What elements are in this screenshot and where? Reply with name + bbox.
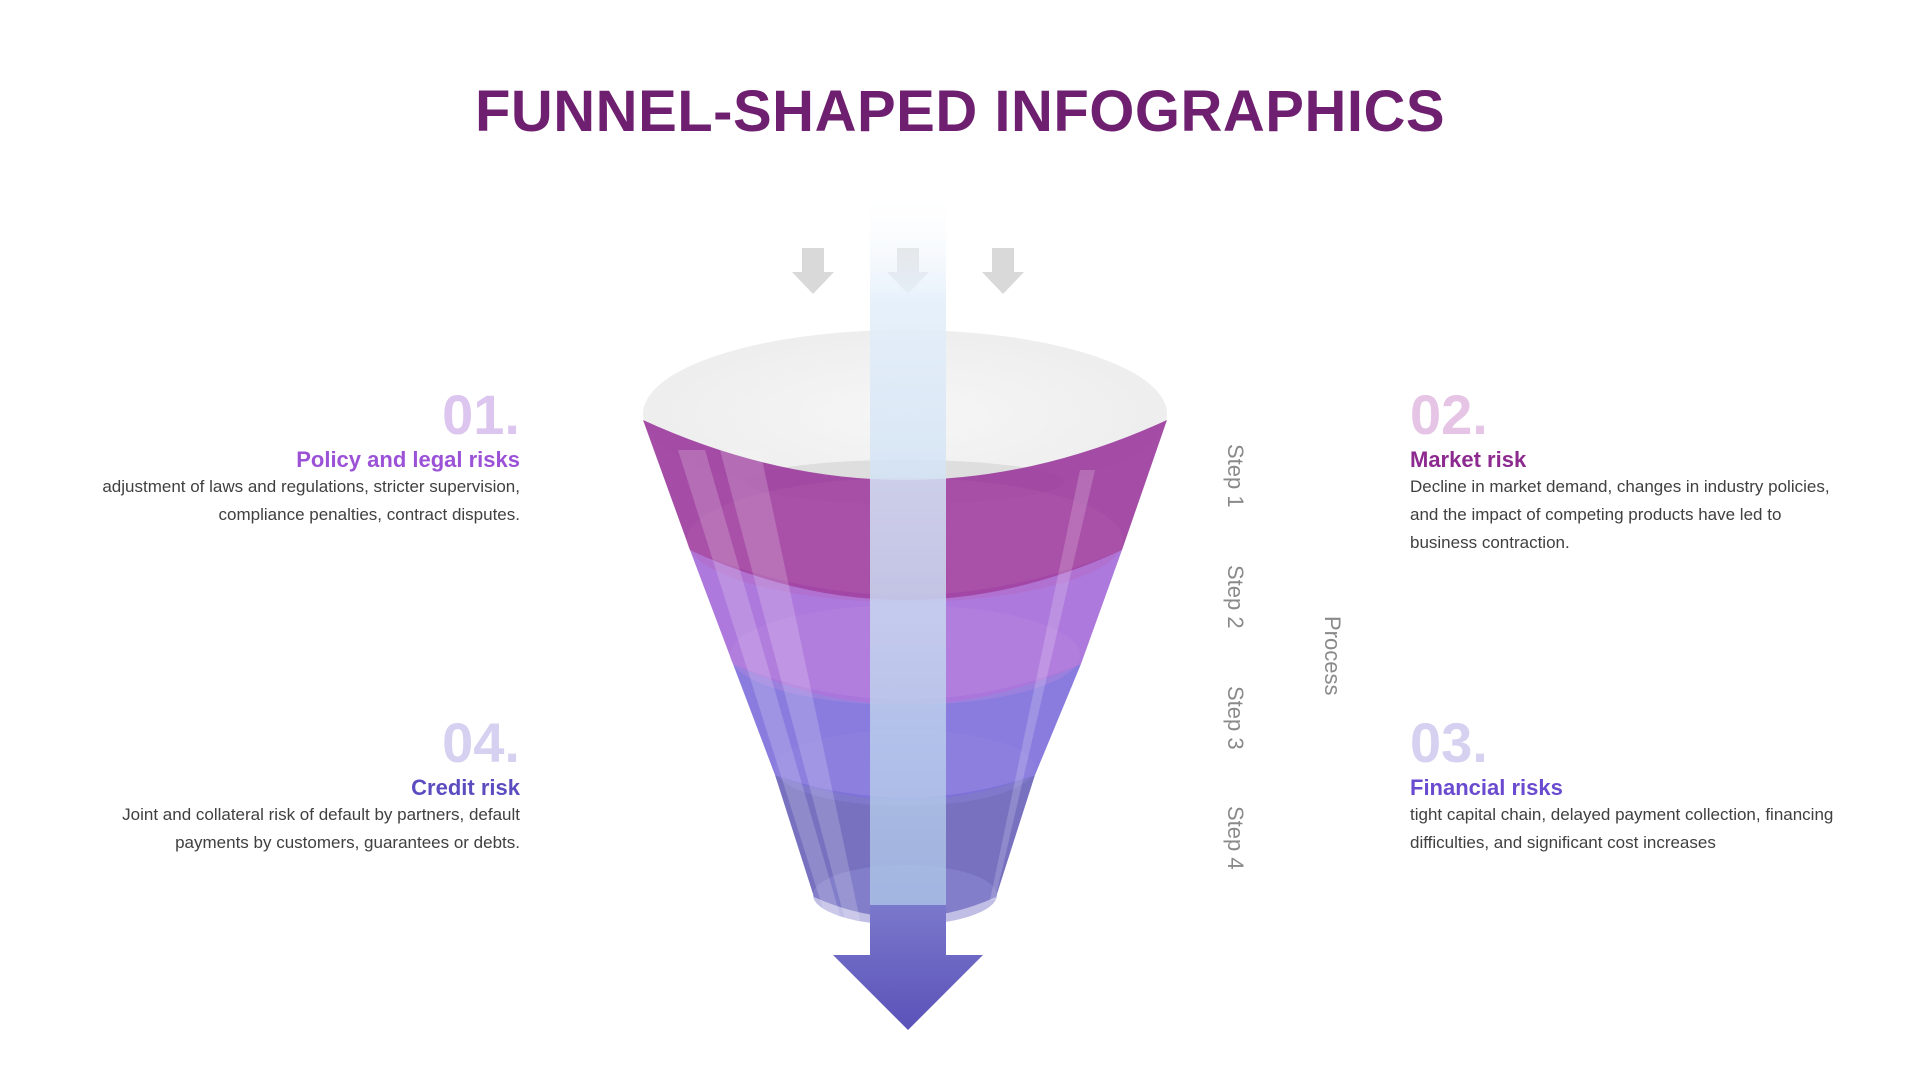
item-description: Joint and collateral risk of default by … — [122, 805, 520, 852]
item-heading: Financial risks — [1410, 775, 1563, 800]
risk-item-03: 03. Financial risks tight capital chain,… — [1410, 713, 1840, 857]
item-number: 01. — [442, 383, 520, 446]
step-label-2: Step 2 — [1223, 565, 1248, 629]
center-beam — [870, 185, 946, 955]
down-arrow-icon — [982, 248, 1024, 294]
step-label-3: Step 3 — [1223, 686, 1248, 750]
output-arrow-icon — [833, 905, 983, 1030]
item-heading: Credit risk — [411, 775, 520, 800]
item-number: 03. — [1410, 711, 1488, 774]
step-label-1: Step 1 — [1223, 444, 1248, 508]
item-number: 04. — [442, 711, 520, 774]
step-label-4: Step 4 — [1223, 806, 1248, 870]
item-heading: Policy and legal risks — [296, 447, 520, 472]
item-description: tight capital chain, delayed payment col… — [1410, 805, 1834, 852]
item-number: 02. — [1410, 383, 1488, 446]
item-description: adjustment of laws and regulations, stri… — [102, 477, 520, 524]
item-heading: Market risk — [1410, 447, 1527, 472]
risk-item-01: 01. Policy and legal risks adjustment of… — [80, 385, 520, 529]
down-arrow-icon — [792, 248, 834, 294]
risk-item-04: 04. Credit risk Joint and collateral ris… — [80, 713, 520, 857]
page-title: FUNNEL-SHAPED INFOGRAPHICS — [474, 79, 1446, 144]
item-description: Decline in market demand, changes in ind… — [1410, 477, 1830, 552]
process-label: Process — [1320, 616, 1345, 696]
risk-item-02: 02. Market risk Decline in market demand… — [1410, 385, 1840, 557]
